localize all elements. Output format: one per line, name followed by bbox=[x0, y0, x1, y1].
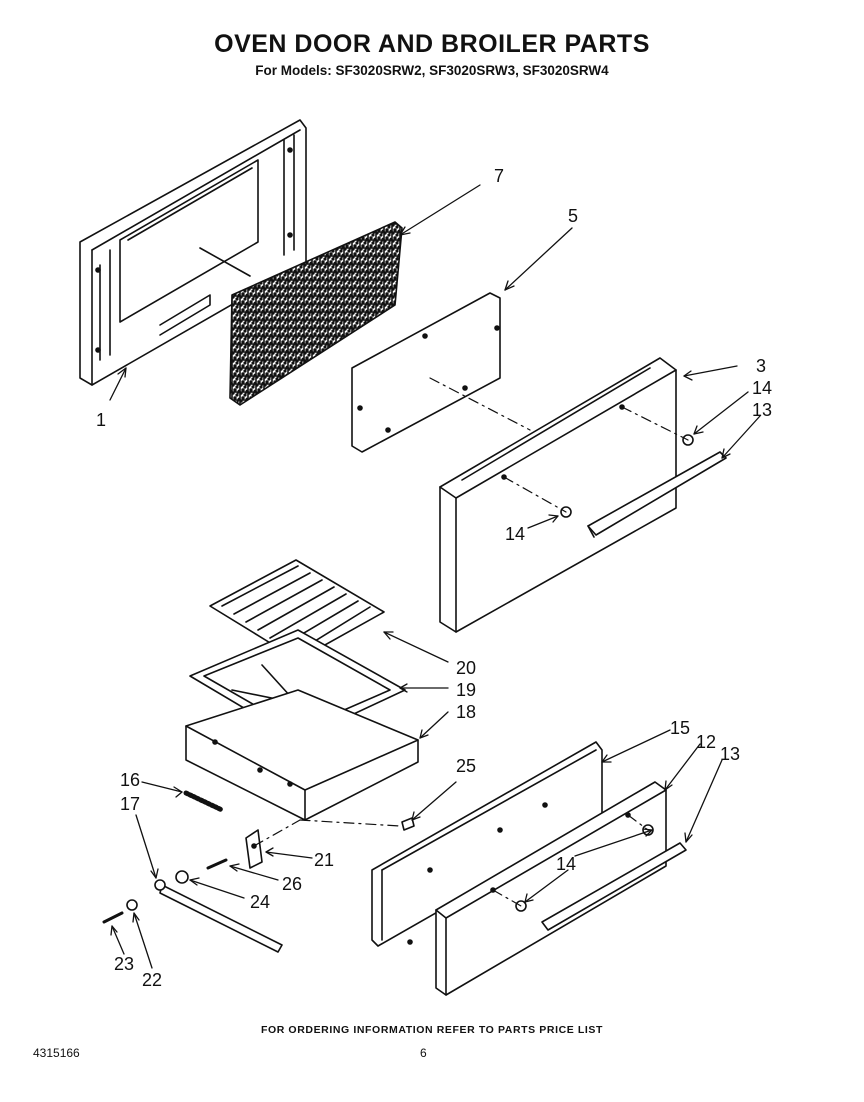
door-insulation bbox=[229, 221, 403, 406]
callout-19: 19 bbox=[456, 680, 476, 700]
callout-3: 3 bbox=[756, 356, 766, 376]
page-title: OVEN DOOR AND BROILER PARTS bbox=[214, 30, 650, 58]
callout-7: 7 bbox=[494, 166, 504, 186]
callout-26: 26 bbox=[282, 874, 302, 894]
callout-12: 12 bbox=[696, 732, 716, 752]
callout-20: 20 bbox=[456, 658, 476, 678]
screw-23 bbox=[102, 911, 124, 924]
oven-door-handle bbox=[587, 451, 727, 538]
assembly-lines-upper bbox=[429, 377, 689, 513]
callout-25: 25 bbox=[456, 756, 476, 776]
nut-17 bbox=[154, 879, 166, 891]
washer-24 bbox=[175, 870, 189, 884]
callout-1: 1 bbox=[96, 410, 106, 430]
broiler-door-handle bbox=[541, 842, 687, 931]
models-subtitle: For Models: SF3020SRW2, SF3020SRW3, SF30… bbox=[255, 63, 609, 78]
screw-26 bbox=[206, 858, 228, 870]
page-number: 6 bbox=[420, 1046, 427, 1060]
callout-16: 16 bbox=[120, 770, 140, 790]
callout-18: 18 bbox=[456, 702, 476, 722]
outer-oven-door bbox=[439, 357, 677, 633]
callout-21: 21 bbox=[314, 850, 334, 870]
broiler-pan bbox=[185, 689, 419, 821]
callout-13-lower: 13 bbox=[720, 744, 740, 764]
callout-14-upper: 14 bbox=[752, 378, 772, 398]
leader-lines bbox=[109, 184, 761, 969]
callout-5: 5 bbox=[568, 206, 578, 226]
callout-14-lower: 14 bbox=[556, 854, 576, 874]
callout-22: 22 bbox=[142, 970, 162, 990]
ordering-note: FOR ORDERING INFORMATION REFER TO PARTS … bbox=[260, 1024, 604, 1036]
broiler-spring bbox=[183, 790, 225, 813]
callout-13-upper: 13 bbox=[752, 400, 772, 420]
assembly-lines-broiler-door bbox=[492, 814, 649, 907]
washer-22 bbox=[126, 899, 138, 911]
callout-23: 23 bbox=[114, 954, 134, 974]
broiler-door-inner-panel bbox=[371, 741, 603, 947]
callout-24: 24 bbox=[250, 892, 270, 912]
door-panel bbox=[351, 292, 501, 453]
callout-15: 15 bbox=[670, 718, 690, 738]
callout-17: 17 bbox=[120, 794, 140, 814]
clip-25 bbox=[401, 817, 415, 831]
broiler-bracket bbox=[245, 829, 263, 869]
document-number: 4315166 bbox=[33, 1046, 80, 1060]
callout-14-middle: 14 bbox=[505, 524, 525, 544]
assembly-lines-lower bbox=[253, 819, 401, 847]
